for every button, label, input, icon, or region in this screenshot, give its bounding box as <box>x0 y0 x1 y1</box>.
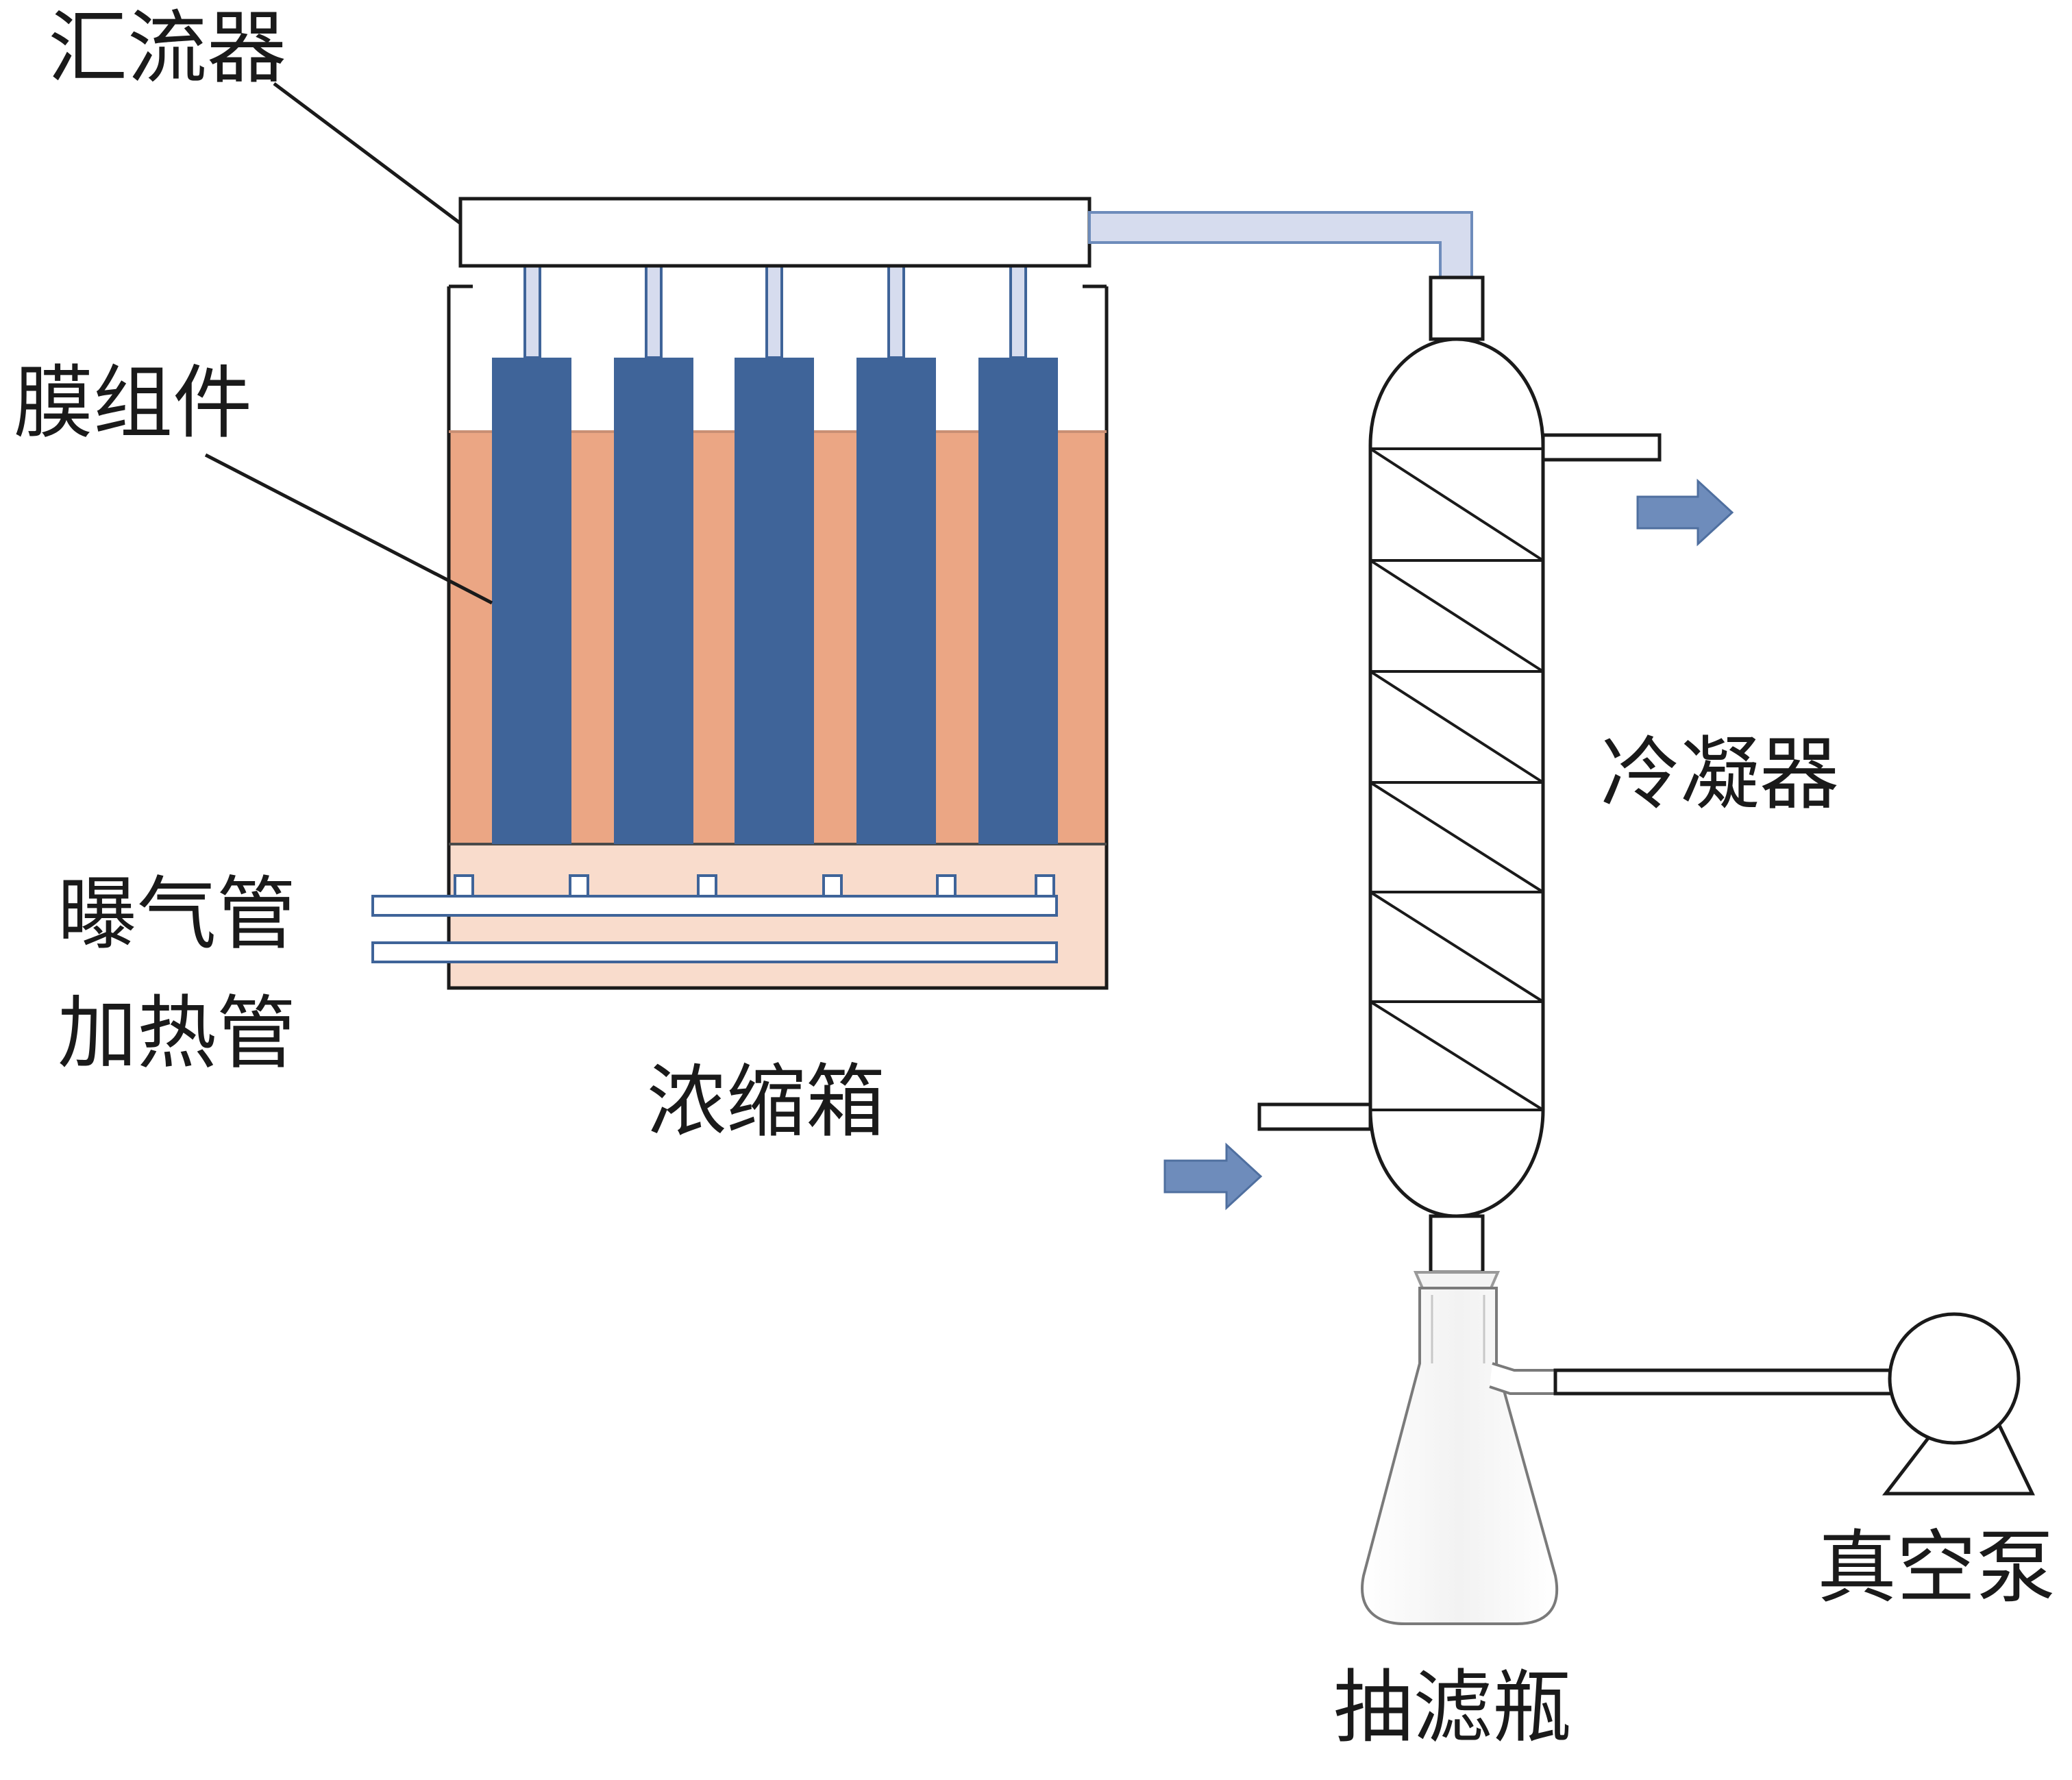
vapor-pipe <box>1088 211 1473 279</box>
module-pipe <box>645 264 663 359</box>
collector <box>458 197 1092 268</box>
membrane-module <box>735 358 814 844</box>
condenser-label: 冷凝器 <box>1601 728 1839 821</box>
vacuum-pump-label: 真空泵 <box>1817 1522 2056 1614</box>
suction-flask <box>1361 1271 1559 1625</box>
heating-pipe-label: 加热管 <box>58 987 296 1080</box>
membrane-module-label: 膜组件 <box>14 357 252 449</box>
heating-pipe <box>371 941 1058 963</box>
collector-leader-line <box>273 82 462 225</box>
membrane-leader-line <box>204 453 493 605</box>
aeration-pipe <box>371 874 1058 917</box>
cooling-water-outlet <box>1541 433 1662 462</box>
tank-outline <box>447 286 1109 990</box>
condenser <box>1257 275 1662 1274</box>
module-pipe <box>523 264 541 359</box>
vacuum-pump <box>1882 1312 2035 1496</box>
suction-flask-label: 抽滤瓶 <box>1333 1661 1572 1754</box>
membrane-modules <box>492 264 1058 844</box>
module-pipe <box>1009 264 1027 359</box>
outflow-arrow-icon <box>1636 478 1734 547</box>
membrane-module <box>856 358 936 844</box>
membrane-module <box>492 358 571 844</box>
aeration-pipe-label: 曝气管 <box>58 868 296 961</box>
cooling-water-inlet <box>1257 1102 1372 1131</box>
collector-label: 汇流器 <box>48 2 286 95</box>
inflow-arrow-icon <box>1163 1142 1263 1211</box>
module-pipe <box>887 264 905 359</box>
concentration-tank-label: 浓缩箱 <box>647 1056 885 1148</box>
membrane-module <box>614 358 693 844</box>
vacuum-line <box>1553 1368 1911 1396</box>
module-pipe <box>765 264 783 359</box>
membrane-module <box>978 358 1058 844</box>
